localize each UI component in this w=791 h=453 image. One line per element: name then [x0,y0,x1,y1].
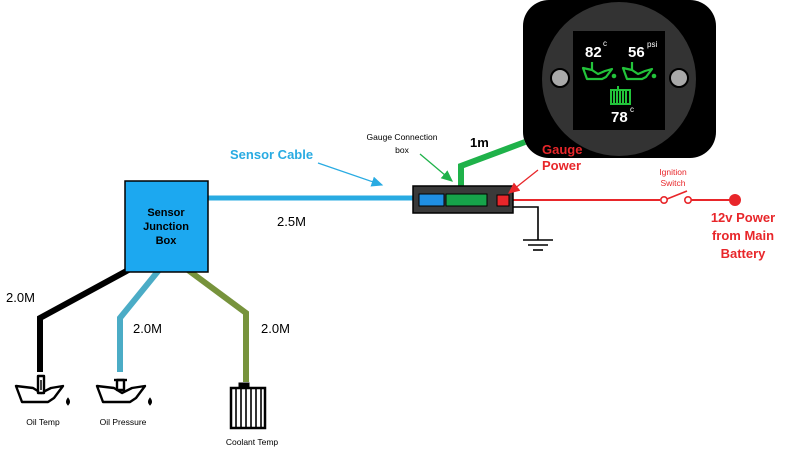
sensor-cable-length-label: 2.5M [277,214,306,229]
gauge-power-label-1: Gauge [542,142,582,157]
ground-symbol [513,206,553,251]
oil-pressure-wire [117,268,162,372]
gauge-connection-box [412,185,514,214]
battery-label-2: from Main [712,228,774,243]
oil-temp-length-label: 2.0M [6,290,35,305]
green-port [445,193,488,207]
gauge-coolant-value: 78 [611,109,628,126]
gauge-connection-label-1: Gauge Connection [367,132,438,142]
gauge-oil-pressure-value: 56 [628,44,645,61]
junction-label-2: Junction [143,221,189,233]
sensor-cable-arrow [317,162,384,187]
coolant-length-label: 2.0M [261,321,290,336]
oil-pressure-icon [95,378,152,406]
gauge-oil-pressure-icon [621,62,657,81]
coolant-temp-label: Coolant Temp [226,437,279,447]
ignition-switch [659,190,692,205]
ignition-label-2: Switch [660,178,685,188]
coolant-wire [186,267,249,382]
radiator-icon [229,382,267,430]
gauge-screen [573,31,665,130]
gauge-unit: 82 c 56 psi 78 c [523,0,716,158]
ignition-label-1: Ignition [659,167,687,177]
oil-temp-icon [14,374,70,406]
gauge-coolant-unit: c [630,105,634,114]
gauge-coolant-icon [610,86,631,105]
sensor-cable-label: Sensor Cable [230,147,313,162]
gauge-oil-temp-icon [581,62,617,81]
gauge-link-length-label: 1m [470,135,489,150]
sensor-junction-box [124,180,209,273]
gauge-link-wire [458,139,527,186]
gauge-oil-temp-unit: c [603,39,607,48]
junction-label-1: Sensor [147,207,185,219]
oil-temp-wire [37,265,134,372]
red-port [496,194,510,207]
gauge-oil-temp-value: 82 [585,44,602,61]
blue-port [418,193,445,207]
battery-label-3: Battery [721,246,767,261]
gauge-connection-label-2: box [395,145,409,155]
oil-pressure-length-label: 2.0M [133,321,162,336]
connection-box-arrow [419,153,453,182]
oil-pressure-label: Oil Pressure [100,417,147,427]
oil-temp-label: Oil Temp [26,417,60,427]
mount-hole-right [669,68,689,88]
junction-label-3: Box [156,235,178,247]
gauge-power-arrow [507,169,539,194]
battery-label-1: 12v Power [711,210,775,225]
battery-terminal [729,194,741,206]
gauge-oil-pressure-unit: psi [647,40,657,49]
gauge-power-label-2: Power [542,158,581,173]
mount-hole-left [550,68,570,88]
